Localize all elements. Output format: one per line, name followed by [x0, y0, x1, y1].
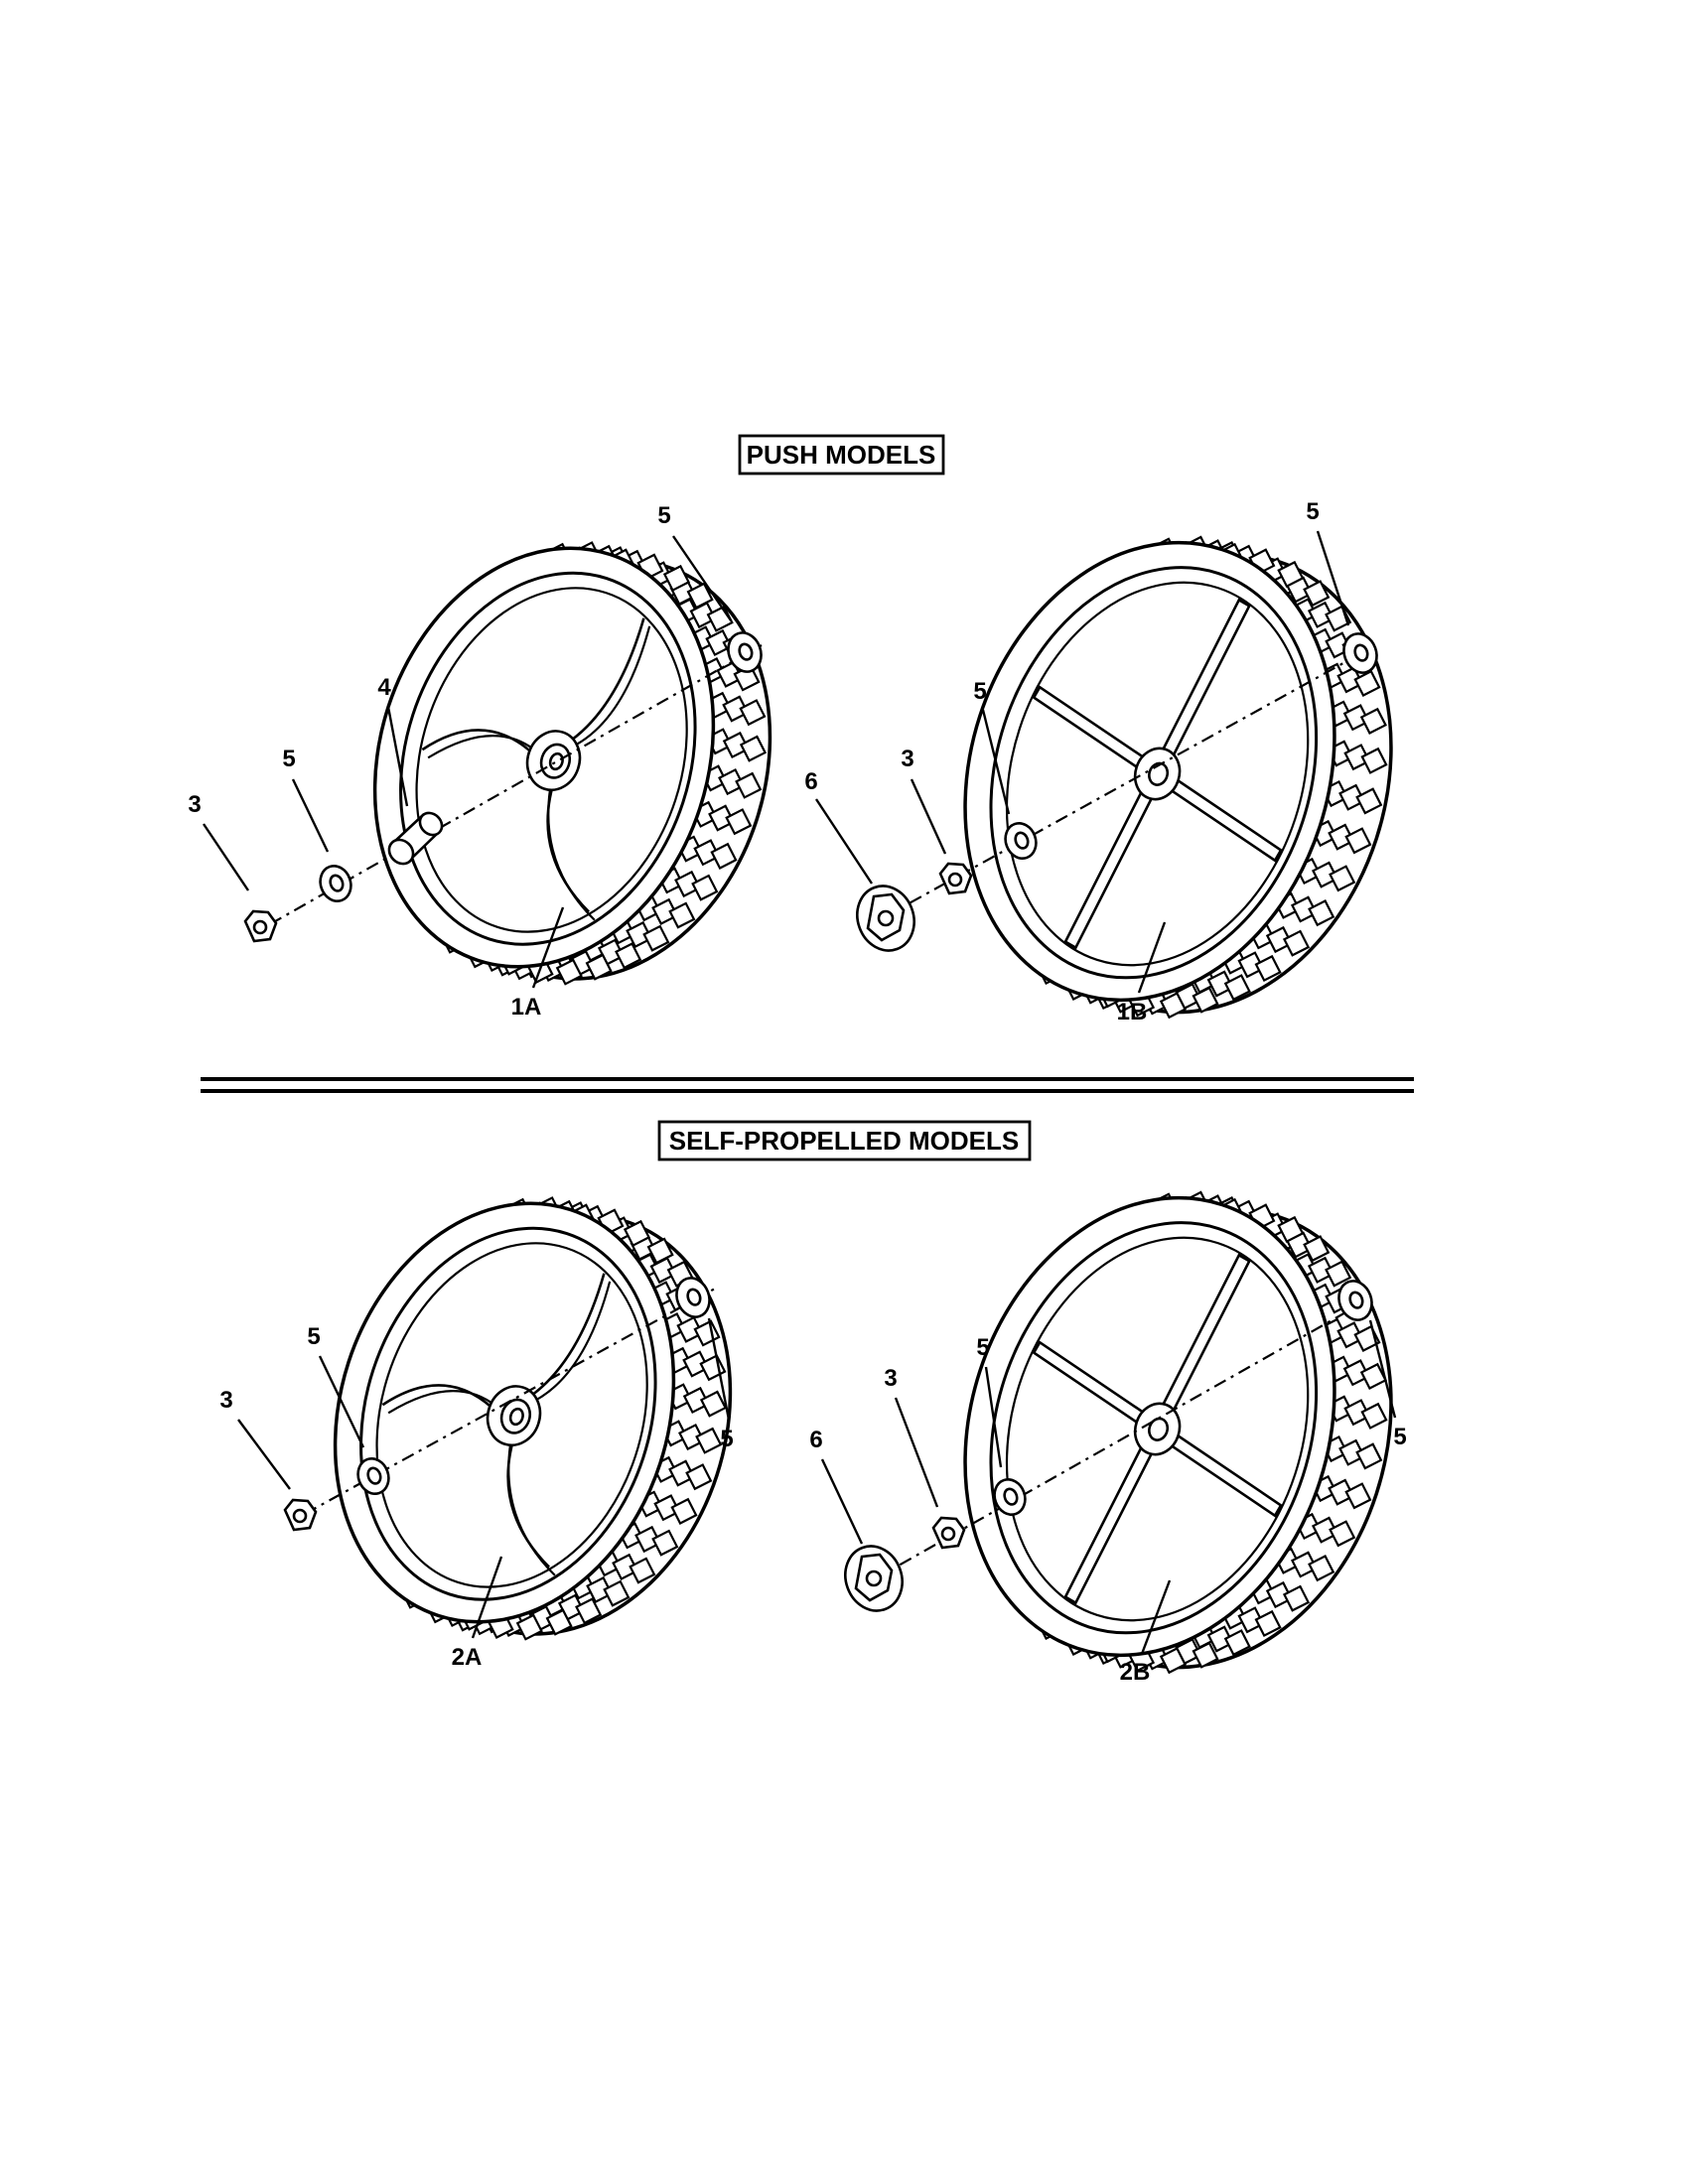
- washer-icon: [727, 631, 763, 673]
- washer-icon: [1337, 1280, 1373, 1321]
- hex-nut-icon: [243, 909, 278, 943]
- callout-5: 5: [282, 746, 295, 772]
- hubcap-icon: [856, 885, 915, 952]
- washer-icon: [993, 1478, 1027, 1516]
- wheel-1b-assembly: 6 3 5 5 1B: [804, 498, 1393, 1025]
- callout-5: 5: [1306, 498, 1319, 525]
- push-models-header: PUSH MODELS: [738, 434, 945, 476]
- leader-line: [820, 1458, 864, 1545]
- leader-line: [291, 778, 330, 853]
- wheel-hub: [1032, 598, 1283, 950]
- leader-line: [531, 906, 565, 989]
- washer-icon: [1342, 632, 1378, 674]
- leader-line: [672, 535, 732, 621]
- leader-line: [318, 1355, 365, 1448]
- leader-line: [910, 778, 947, 855]
- hex-nut-icon: [931, 1516, 966, 1550]
- washer-icon: [675, 1277, 711, 1318]
- spacer-bushing-icon: [387, 811, 444, 866]
- leader-line: [894, 1397, 939, 1508]
- callout-5: 5: [976, 1334, 989, 1361]
- leader-line: [814, 798, 874, 885]
- leader-line: [707, 1317, 731, 1421]
- self-propelled-models-title: SELF-PROPELLED MODELS: [669, 1126, 1019, 1156]
- wheel-2b: [963, 1190, 1393, 1675]
- wheel-id-2a: 2A: [452, 1644, 483, 1671]
- axle-centerline-1a: [269, 644, 763, 925]
- wheel-2b-assembly: 6 3 5 5 2B: [809, 1190, 1407, 1686]
- hubcap-icon: [844, 1545, 904, 1612]
- callout-6: 6: [809, 1427, 822, 1453]
- callout-3: 3: [901, 746, 913, 772]
- callout-5: 5: [973, 678, 986, 705]
- washer-icon: [319, 865, 352, 902]
- wheel-id-2b: 2B: [1120, 1659, 1151, 1686]
- callout-6: 6: [804, 768, 817, 795]
- leader-line: [1137, 921, 1167, 994]
- callout-4: 4: [377, 674, 391, 701]
- callout-3: 3: [884, 1365, 897, 1392]
- hex-nut-icon: [283, 1498, 318, 1532]
- leader-line: [1316, 530, 1350, 626]
- wheel-hub: [1032, 1253, 1283, 1605]
- axle-centerline-2a: [304, 1288, 716, 1515]
- wheel-1b: [963, 535, 1393, 1020]
- callout-5: 5: [1393, 1424, 1406, 1450]
- wheel-id-1b: 1B: [1117, 999, 1148, 1025]
- leader-line: [1368, 1319, 1397, 1419]
- section-divider: [201, 1077, 1414, 1093]
- self-propelled-models-header: SELF-PROPELLED MODELS: [657, 1120, 1032, 1161]
- callout-3: 3: [188, 791, 201, 818]
- wheel-hub: [421, 617, 651, 921]
- washer-icon: [356, 1457, 390, 1495]
- leader-line: [386, 706, 409, 807]
- push-models-title: PUSH MODELS: [747, 440, 936, 470]
- callout-3: 3: [219, 1387, 232, 1414]
- wheel-2a-assembly: 3 5 5 2A: [219, 1196, 734, 1671]
- callout-5: 5: [657, 502, 670, 529]
- leader-line: [984, 1366, 1003, 1468]
- wheel-hub: [381, 1273, 612, 1576]
- leader-line: [237, 1419, 291, 1490]
- wheel-1a: [372, 541, 772, 986]
- callout-5: 5: [307, 1323, 320, 1350]
- leader-line: [203, 823, 249, 891]
- wheel-id-1a: 1A: [511, 994, 542, 1021]
- washer-icon: [1004, 822, 1038, 860]
- callout-5: 5: [720, 1426, 733, 1452]
- leader-line: [471, 1556, 503, 1639]
- leader-line: [981, 709, 1011, 815]
- wheel-1a-assembly: 3 5 4 5 1A: [188, 502, 772, 1021]
- hex-nut-icon: [938, 862, 973, 895]
- wheel-2a: [333, 1196, 733, 1641]
- leader-line: [1140, 1579, 1172, 1655]
